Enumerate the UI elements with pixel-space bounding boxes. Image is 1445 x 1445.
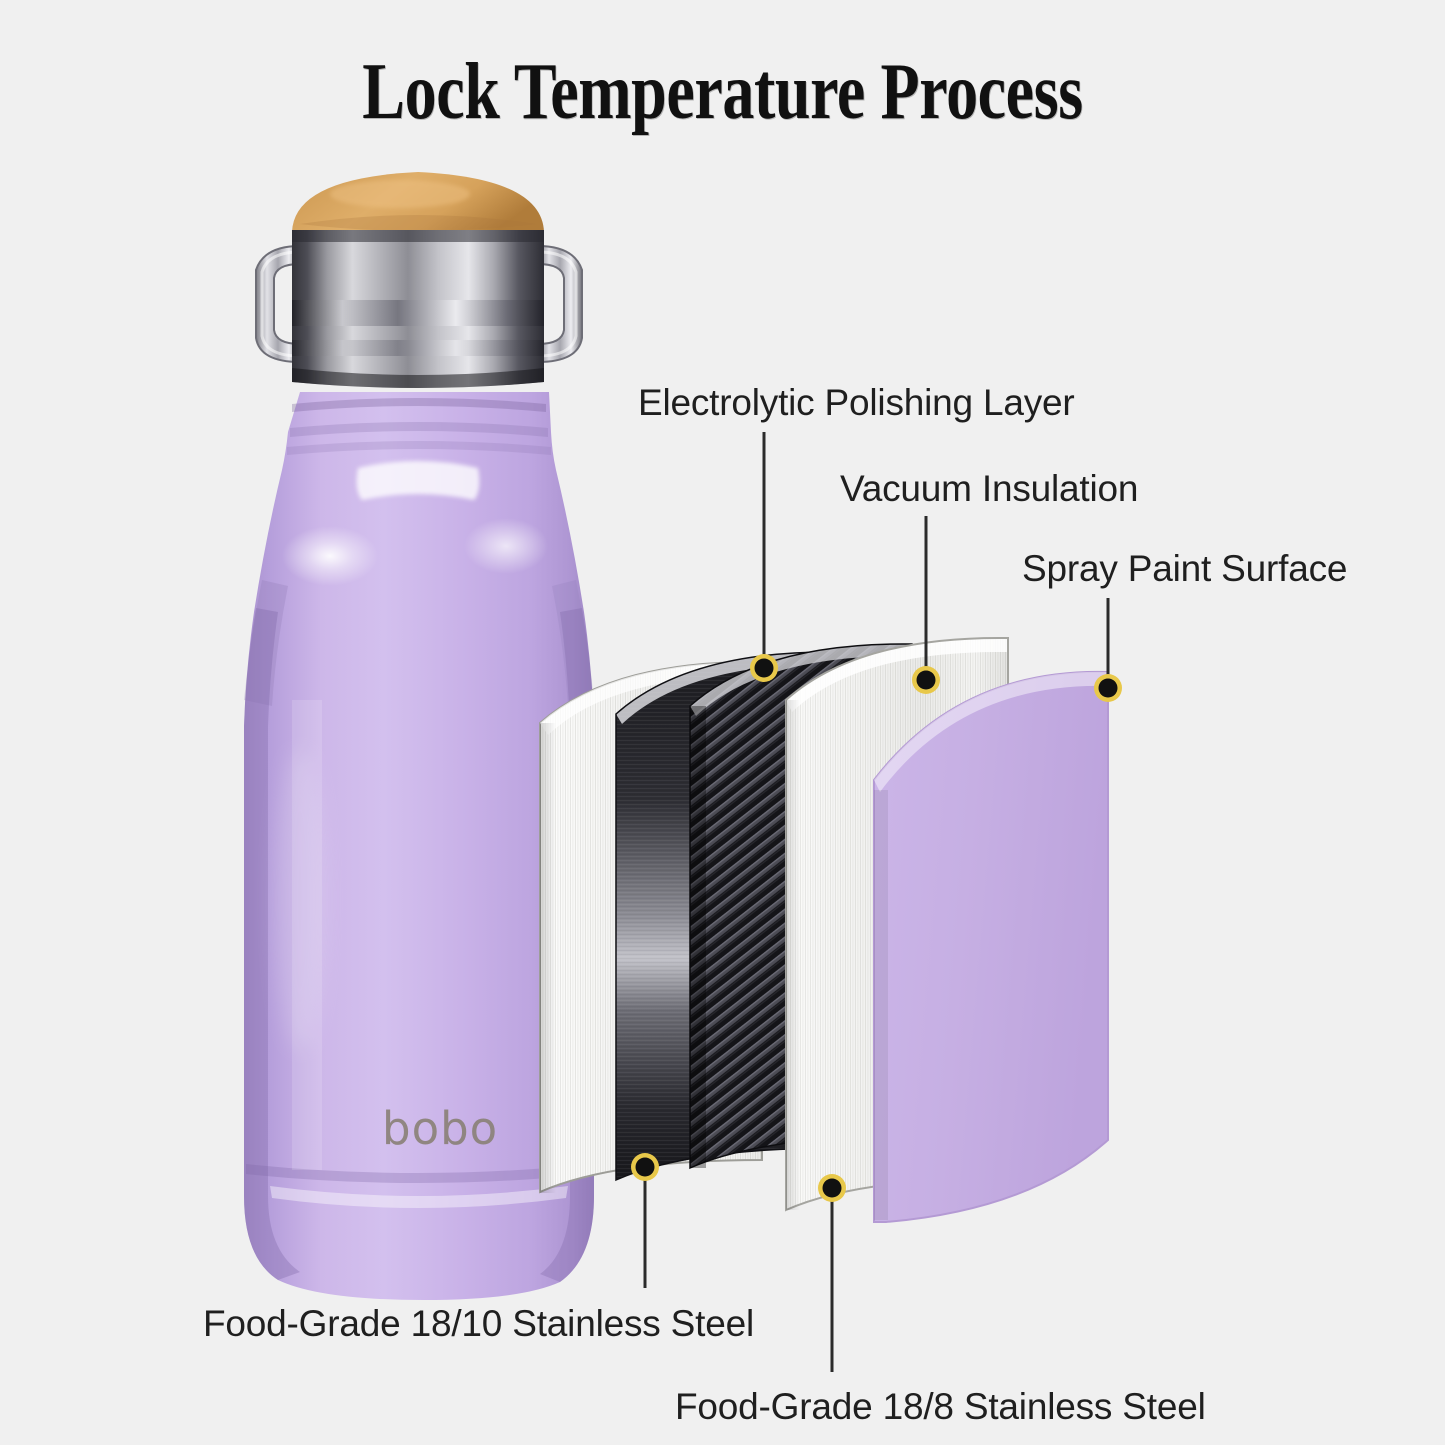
- bottle-gloss-shoulder: [356, 461, 480, 500]
- bottle-neck-ring-1: [292, 398, 546, 412]
- cap-wood-lid-grain: [300, 215, 536, 231]
- brand-logo: bobo: [382, 1102, 499, 1155]
- callout-label-electrolytic-polishing-layer: Electrolytic Polishing Layer: [638, 382, 1075, 423]
- bottle-waist-shade-right: [552, 580, 594, 706]
- bottle-graphic: [244, 392, 594, 1300]
- cap-handle-right: [537, 244, 583, 364]
- bottle-left-edge-shadow: [244, 608, 300, 1280]
- layer-spray-paint-surface: [873, 670, 1109, 1223]
- bottle-specular-lower: [274, 750, 326, 1050]
- bottle-base-highlight: [270, 1186, 568, 1208]
- marker-dot-1810: [631, 1153, 659, 1181]
- cap-collar-band-1: [292, 300, 544, 326]
- marker-dot-188: [818, 1174, 846, 1202]
- marker-dot-spray: [1094, 674, 1122, 702]
- bottle-specular-left: [282, 526, 378, 586]
- cap-collar-band-2: [292, 340, 544, 356]
- bottle-body: [244, 392, 594, 1300]
- callout-markers: [631, 654, 1122, 1202]
- marker-dot-electrolytic: [750, 654, 778, 682]
- cap-wood-highlight: [330, 180, 470, 208]
- callout-label-spray-paint-surface: Spray Paint Surface: [1022, 548, 1348, 589]
- bottle-cap: [255, 172, 583, 388]
- bottle-waist-shade: [244, 580, 288, 706]
- bottle-specular-right: [464, 518, 548, 574]
- callout-label-vacuum-insulation: Vacuum Insulation: [840, 468, 1139, 509]
- callout-lines: [643, 432, 1110, 1372]
- callout-label-food-grade-18-8: Food-Grade 18/8 Stainless Steel: [675, 1386, 1206, 1427]
- marker-dot-vacuum: [912, 666, 940, 694]
- callout-label-food-grade-18-10: Food-Grade 18/10 Stainless Steel: [203, 1303, 754, 1344]
- bottle-neck-ring-3: [287, 441, 551, 455]
- bottle-neck-ring-2: [290, 422, 548, 437]
- cap-collar-top-lip: [292, 230, 544, 242]
- bottle-base-seam: [246, 1164, 592, 1183]
- cap-collar-bottom-shadow: [292, 368, 544, 388]
- page-title: Lock Temperature Process: [362, 48, 1083, 136]
- bottle-sheen: [292, 700, 322, 1170]
